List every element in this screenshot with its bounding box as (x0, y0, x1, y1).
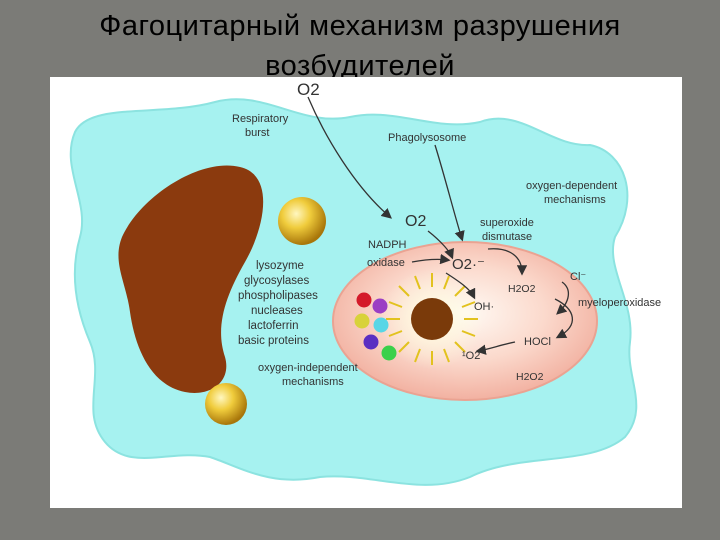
label-phagolysosome: Phagolysosome (388, 132, 466, 144)
arrow-o2-to-superoxide (427, 230, 454, 260)
cell-nucleus (118, 165, 264, 393)
slide-title-line-2: возбудителей (265, 50, 455, 82)
arrow-mpo (554, 298, 574, 339)
enzyme-basic-proteins: basic proteins (238, 335, 309, 347)
enzyme-list: lysozyme glycosylases phospholipases nuc… (238, 260, 318, 347)
arrow-hocl-to-singlet (475, 341, 516, 355)
arrow-superoxide-to-oh (445, 272, 476, 300)
enzyme-nucleases: nucleases (251, 305, 303, 317)
phagocytosis-diagram: O2 Respiratory burst Phagolysosome oxyge… (69, 80, 661, 486)
label-h2o2-1: H2O2 (508, 283, 536, 295)
label-singlet-oxygen: ¹O2 (462, 350, 480, 362)
enzyme-glycosylases: glycosylases (244, 275, 309, 287)
arrow-nadph (411, 253, 451, 265)
enzyme-lysozyme: lysozyme (256, 260, 304, 272)
label-hydroxyl: OH· (474, 301, 494, 313)
arrow-phagolysosome (434, 144, 465, 242)
label-o2-top: O2 (297, 80, 320, 99)
label-o2-mid: O2 (405, 213, 426, 230)
diagram-panel: O2 Respiratory burst Phagolysosome oxyge… (50, 77, 682, 508)
granule (205, 383, 247, 425)
label-chloride: Cl⁻ (570, 271, 586, 283)
label-myeloperoxidase: myeloperoxidase (578, 297, 661, 309)
arrow-superoxide-to-h2o2 (487, 248, 528, 276)
granule-dot-cyan (373, 317, 389, 333)
label-oxygen-dependent: oxygen-dependent mechanisms (526, 180, 620, 206)
label-superoxide-dismutase: superoxide dismutase (480, 217, 537, 243)
bacterium (386, 273, 478, 365)
granule-dot-yellow (354, 313, 370, 329)
enzyme-lactoferrin: lactoferrin (248, 320, 299, 332)
label-h2o2-2: H2O2 (516, 371, 544, 383)
label-oxygen-independent: oxygen-independent mechanisms (258, 362, 361, 388)
label-nadph-oxidase: NADPH oxidase (367, 239, 410, 269)
label-hocl: HOCl (524, 336, 551, 348)
granule-dot-green (381, 345, 397, 361)
granule-dot-violet (372, 298, 388, 314)
label-respiratory-burst: Respiratory burst (232, 113, 291, 139)
granule-dot-red (356, 292, 372, 308)
enzyme-phospholipases: phospholipases (238, 290, 318, 302)
granule-dot-purple (363, 334, 379, 350)
slide-title-line-1: Фагоцитарный механизм разрушения (99, 10, 621, 42)
arrow-o2-to-o2 (307, 96, 392, 219)
granule (278, 197, 326, 245)
arrow-cl (556, 281, 569, 315)
label-superoxide: O2·⁻ (452, 256, 485, 273)
